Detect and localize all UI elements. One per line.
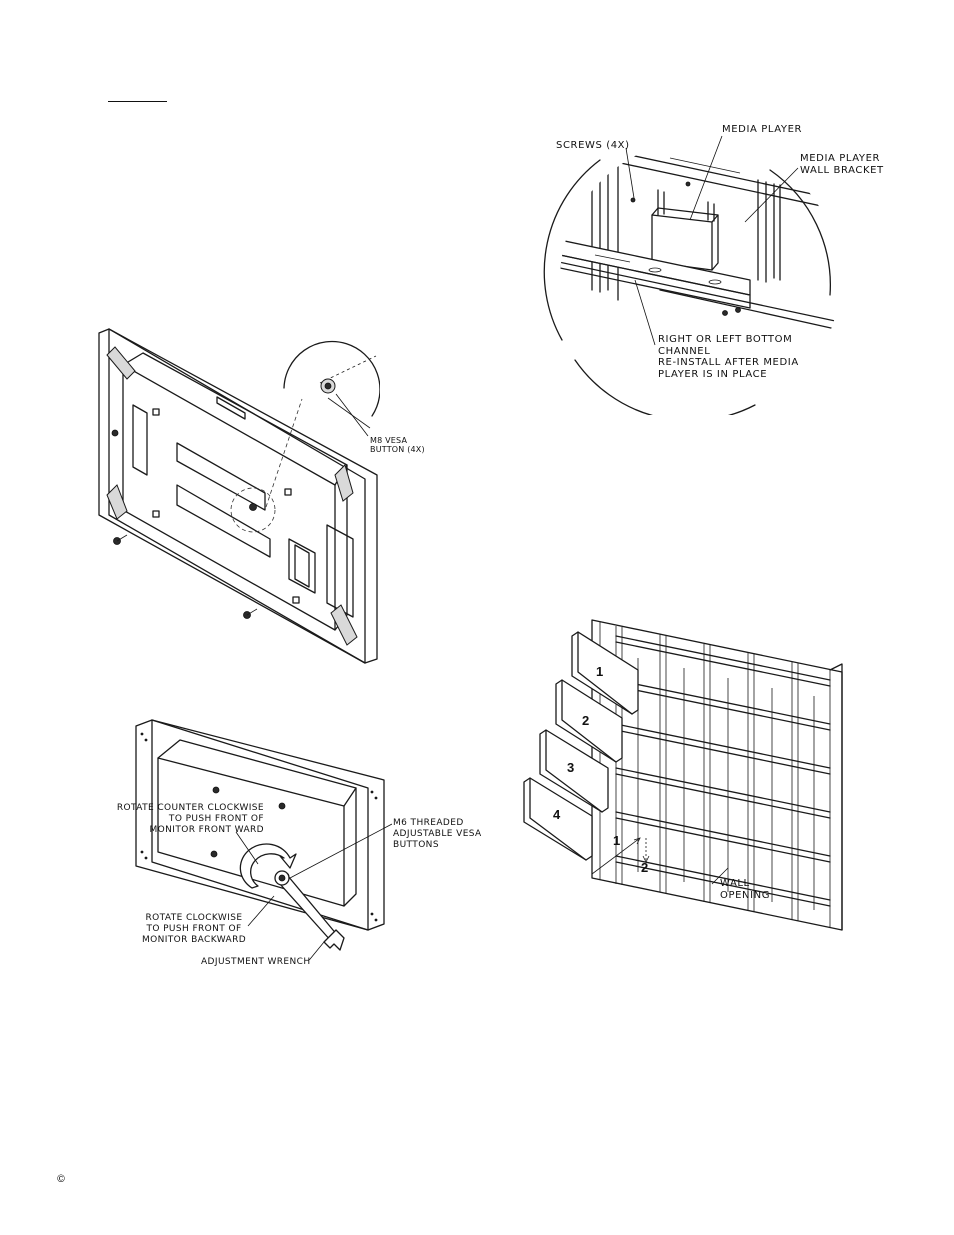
rotate-ccw-label: ROTATE COUNTER CLOCKWISE TO PUSH FRONT O… (116, 803, 264, 835)
vesa-button-label: M8 VESA BUTTON (4X) (370, 436, 425, 454)
monitor-vesa-figure (98, 328, 378, 664)
direction-2-label: 2 (641, 860, 649, 875)
wall-bracket-label: MEDIA PLAYER WALL BRACKET (800, 153, 884, 176)
direction-1-label: 1 (613, 833, 621, 848)
wall-opening-label: WALL OPENING (720, 878, 771, 901)
copyright-symbol: © (56, 1174, 66, 1185)
screws-label: SCREWS (4X) (556, 140, 630, 151)
media-player-bracket-figure (543, 135, 840, 415)
panel-4-number: 4 (553, 807, 561, 822)
monitor-adjustment-figure (135, 719, 392, 960)
bottom-channel-label: RIGHT OR LEFT BOTTOM CHANNEL RE-INSTALL … (658, 334, 799, 380)
rotate-cw-label: ROTATE CLOCKWISE TO PUSH FRONT OF MONITO… (141, 913, 247, 945)
media-player-label: MEDIA PLAYER (722, 124, 803, 135)
wrench-label: ADJUSTMENT WRENCH (201, 957, 311, 967)
vesa-zoom-leader (265, 398, 303, 508)
panel-1-number: 1 (596, 664, 604, 679)
threaded-buttons-label: M6 THREADED ADJUSTABLE VESA BUTTONS (393, 818, 482, 850)
section-heading-underline (108, 101, 167, 102)
video-wall-figure (523, 619, 843, 931)
panel-3-number: 3 (567, 760, 575, 775)
panel-2-number: 2 (582, 713, 590, 728)
vesa-button-detail (283, 340, 380, 437)
